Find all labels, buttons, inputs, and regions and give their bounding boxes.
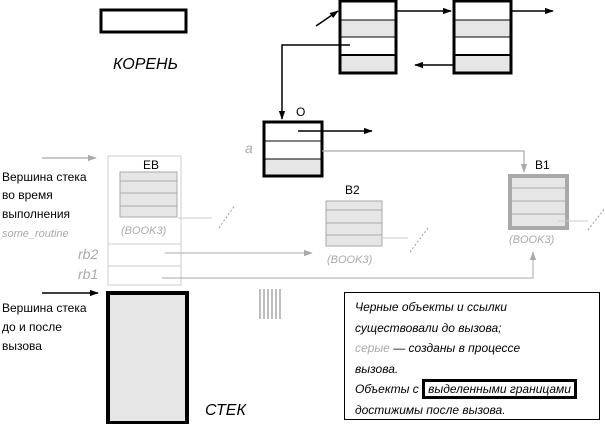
arrow-top-left-to-o: [278, 44, 350, 120]
arrow-rb1-to-b1: [162, 251, 537, 279]
object-b1: [508, 174, 569, 230]
b2-type-label: (BOOK3): [327, 254, 373, 266]
root-box: [99, 8, 188, 34]
stack-top-during-label: Вершина стека во время выполнения: [2, 170, 90, 221]
legend-line-2: существовали до вызова;: [355, 320, 502, 335]
object-eb-label: EB: [143, 158, 159, 172]
ref-a-label: a: [245, 140, 253, 156]
legend-line-4: вызова.: [355, 361, 399, 376]
object-o: [262, 120, 324, 178]
ellipsis-marks: [259, 289, 281, 319]
legend-boxed-phrase: выделенными границами: [422, 379, 577, 399]
stack-label: СТЕК: [205, 402, 247, 419]
object-b2-label: B2: [345, 183, 360, 197]
arrow-root-to-top-left: [315, 10, 339, 27]
stack-top-before-after-label: Вершина стека до и после вызова: [2, 301, 90, 353]
legend-gray-word: серые: [355, 341, 390, 355]
object-eb: [119, 171, 178, 218]
legend-line-3: серые — созданы в процессе: [355, 338, 591, 359]
legend-line-3-rest: — созданы в процессе: [389, 341, 521, 355]
object-top-right: [452, 0, 513, 75]
object-b2: [325, 200, 383, 247]
eb-type-label: (BOOK3): [121, 225, 167, 237]
root-label: КОРЕНЬ: [113, 56, 178, 73]
eb-ref-void: [218, 204, 236, 229]
object-o-label: O: [296, 105, 305, 119]
b1-ref-void: [587, 207, 605, 231]
legend-line-5: Объекты с выделенными границами: [355, 379, 591, 400]
b1-type-label: (BOOK3): [509, 234, 555, 246]
legend-line-1: Черные объекты и ссылки: [355, 300, 507, 314]
legend-box: Черные объекты и ссылки существовали до …: [344, 292, 600, 420]
ref-rb1-label: rb1: [78, 266, 98, 282]
object-b1-label: B1: [535, 158, 550, 172]
arrow-o-to-b1: [322, 150, 528, 173]
stack-frame-during: [107, 155, 182, 286]
legend-line-6: достижимы после вызова.: [355, 402, 506, 417]
ref-rb2-label: rb2: [78, 246, 98, 262]
b2-ref-void: [409, 227, 429, 253]
routine-name-label: some_routine: [2, 228, 69, 240]
stack-block: [106, 291, 189, 424]
legend-line-5-pre: Объекты с: [355, 382, 423, 396]
object-top-left: [338, 0, 398, 75]
